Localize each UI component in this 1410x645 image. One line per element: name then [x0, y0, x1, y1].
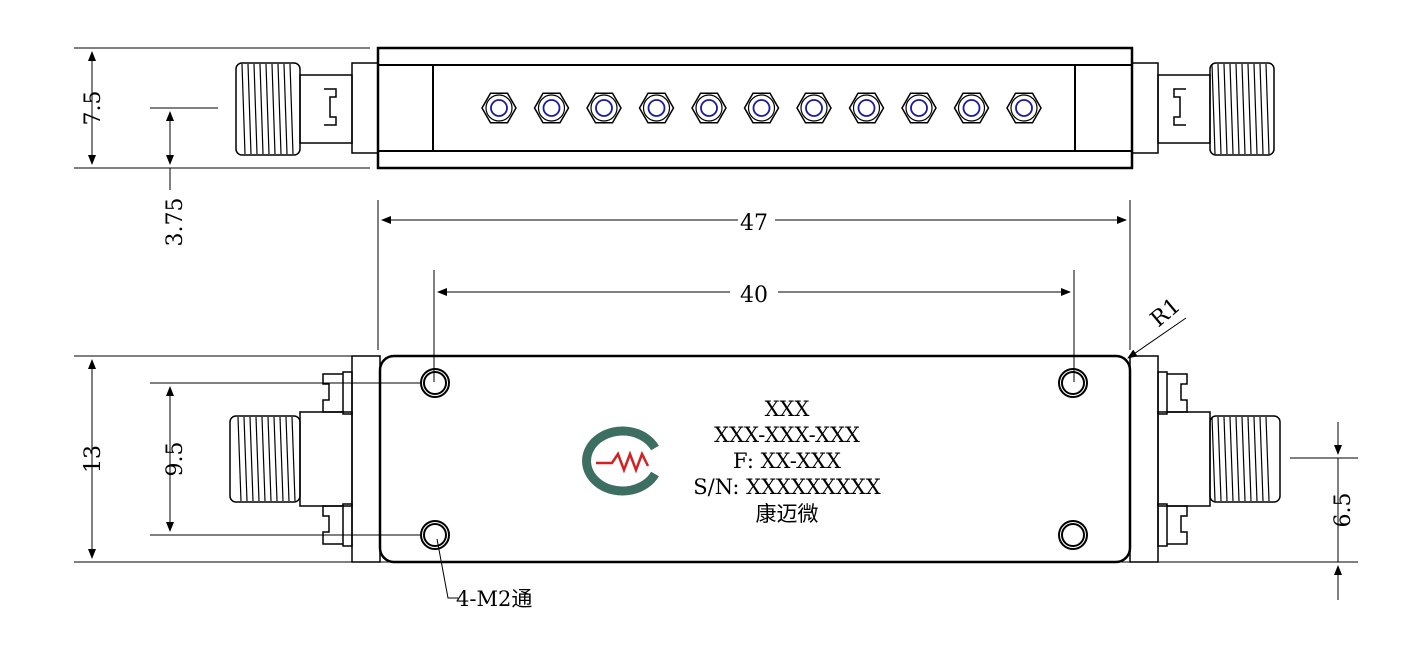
- top-view: [235, 46, 1275, 170]
- dim-top-height: 7.5: [81, 91, 106, 126]
- label-line-1: XXX: [765, 397, 810, 421]
- top-left-connector: [235, 62, 379, 156]
- label-line-2: XXX-XXX-XXX: [714, 423, 860, 447]
- label-line-5: 康迈微: [756, 502, 819, 526]
- dim-hole-spacing: 40: [740, 283, 768, 308]
- company-logo-icon: [582, 426, 659, 496]
- top-right-connector: [1131, 62, 1275, 156]
- tuning-screw: [481, 92, 517, 124]
- tuning-screw: [586, 92, 622, 124]
- bottom-dimensions: [74, 317, 1358, 600]
- dim-overall-length: 47: [740, 211, 768, 236]
- tuning-screw: [638, 92, 675, 124]
- tuning-screw: [953, 92, 990, 124]
- dim-hole-pitch: 9.5: [163, 442, 188, 477]
- dim-body-height: 13: [81, 445, 106, 473]
- label-line-4: S/N: XXXXXXXXX: [693, 475, 880, 499]
- label-line-3: F: XX-XXX: [733, 449, 841, 473]
- tuning-screw: [796, 92, 832, 124]
- mount-hole-callout: 4-M2通: [456, 587, 532, 611]
- tuning-screw: [533, 92, 570, 124]
- length-dimensions: [377, 200, 1131, 382]
- tuning-screw: [743, 92, 780, 124]
- tuning-screw: [848, 92, 885, 124]
- tuning-screw: [901, 92, 937, 124]
- bottom-right-connector: [1129, 355, 1281, 563]
- dim-connector-offset: 6.5: [1331, 493, 1356, 528]
- tuning-screws: [481, 92, 1042, 124]
- mounting-holes: [420, 368, 1088, 550]
- bottom-left-connector: [229, 355, 381, 563]
- top-dimensions: [74, 47, 370, 190]
- dim-top-center: 3.75: [163, 198, 188, 247]
- dim-corner-radius: R1: [1146, 294, 1185, 333]
- tuning-screw: [691, 92, 727, 124]
- tuning-screw: [1006, 92, 1042, 124]
